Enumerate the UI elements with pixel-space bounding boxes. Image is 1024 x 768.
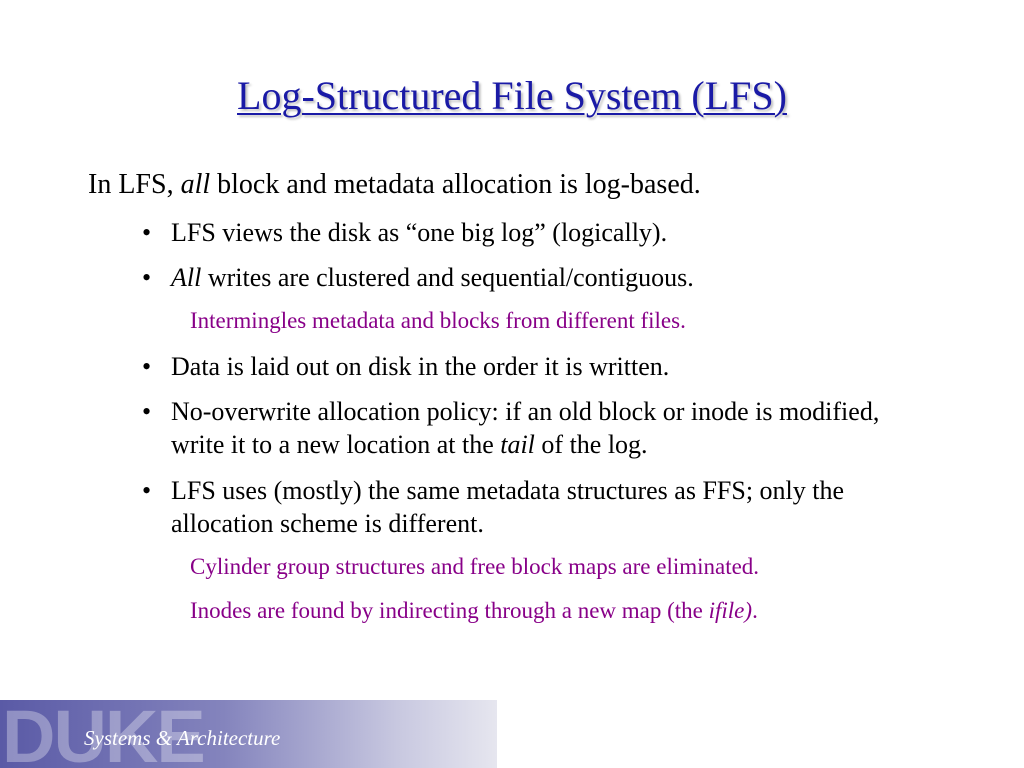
subpoint: Cylinder group structures and free block… — [190, 554, 760, 579]
footer-label: Systems & Architecture — [84, 726, 281, 750]
lead-statement: In LFS, all block and metadata allocatio… — [88, 168, 701, 202]
bullet-marker: • — [142, 218, 152, 247]
bullet-text: No-overwrite allocation policy: if an ol… — [171, 397, 880, 459]
bullet-text: LFS uses (mostly) the same metadata stru… — [171, 476, 845, 538]
bullet-marker: • — [142, 263, 152, 292]
bullet-item: • Data is laid out on disk in the order … — [142, 350, 962, 383]
slide-title: Log-Structured File System (LFS) — [237, 73, 787, 118]
bullet-marker: • — [142, 476, 152, 505]
lead-text-after: block and metadata allocation is log-bas… — [210, 169, 701, 200]
duke-logo: DUKE — [2, 700, 206, 768]
bullet-emphasis: tail — [500, 430, 535, 459]
bullet-item: • No-overwrite allocation policy: if an … — [142, 395, 962, 461]
bullet-item: • LFS uses (mostly) the same metadata st… — [142, 474, 962, 540]
bullet-item: • All writes are clustered and sequentia… — [142, 261, 962, 294]
lead-emphasis: all — [180, 169, 211, 200]
lead-text-before: In LFS, — [88, 169, 181, 200]
bullet-text: LFS views the disk as “one big log” (log… — [171, 218, 668, 247]
subpoint-text: Inodes are found by indirecting through … — [190, 598, 709, 623]
subpoint-emphasis: ifile) — [708, 598, 753, 623]
footer-banner: DUKE Systems & Architecture — [0, 700, 497, 768]
bullet-marker: • — [142, 352, 152, 381]
bullet-text: writes are clustered and sequential/cont… — [201, 263, 694, 292]
bullet-emphasis: All — [171, 263, 202, 292]
bullet-marker: • — [142, 397, 152, 426]
subpoint: Inodes are found by indirecting through … — [190, 597, 758, 625]
subpoint: Intermingles metadata and blocks from di… — [190, 308, 686, 333]
subpoint-text-after: . — [752, 598, 758, 623]
bullet-item: • LFS views the disk as “one big log” (l… — [142, 216, 962, 249]
bullet-text: Data is laid out on disk in the order it… — [171, 352, 670, 381]
bullet-text-after: of the log. — [534, 430, 648, 459]
